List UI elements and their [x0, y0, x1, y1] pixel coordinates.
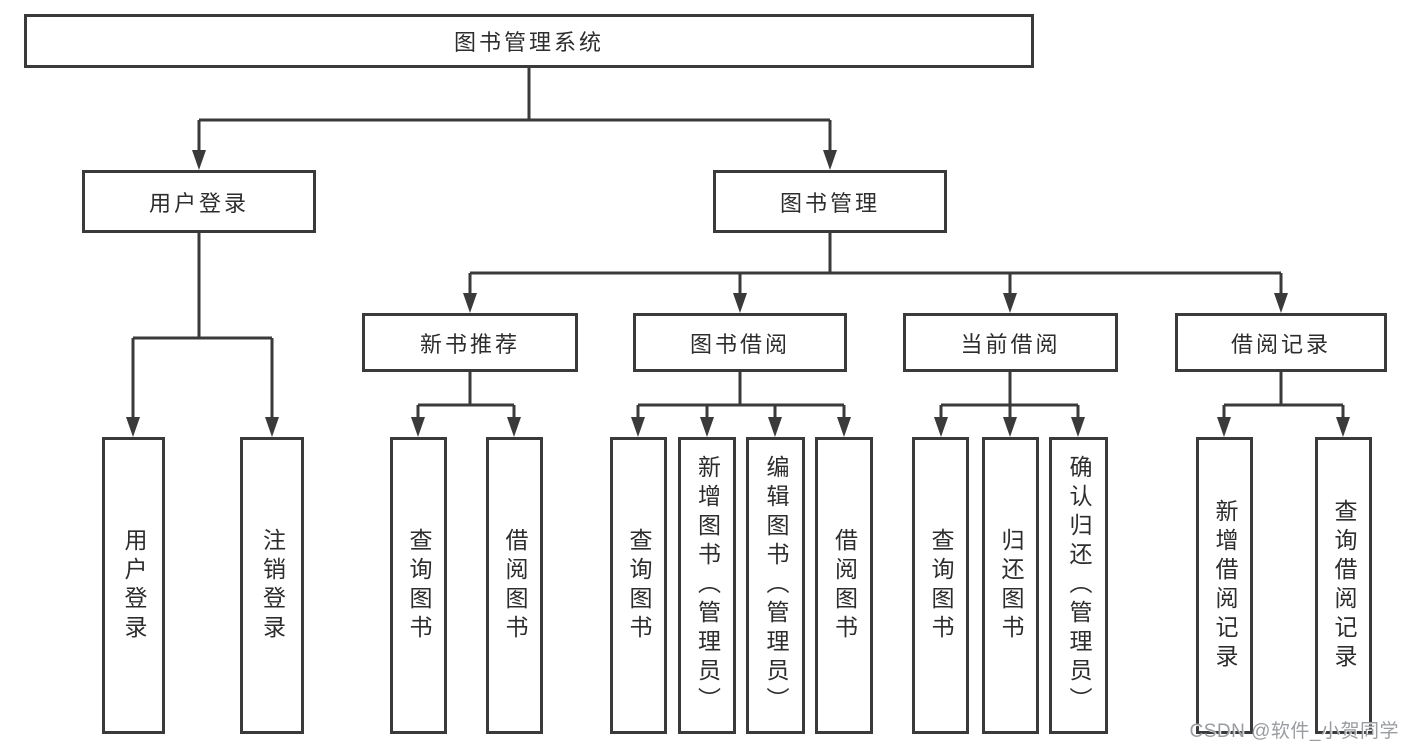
node-book-management: 图书管理 — [713, 170, 947, 233]
leaf-add-book-admin: 新增图书（管理员） — [678, 437, 736, 734]
leaf-query-books-3: 查询图书 — [912, 437, 969, 734]
leaf-logout: 注销登录 — [240, 437, 304, 734]
watermark: CSDN @软件_小贺同学 — [1189, 721, 1399, 742]
leaf-query-books-2: 查询图书 — [610, 437, 667, 734]
node-root: 图书管理系统 — [24, 14, 1034, 68]
node-borrow-records: 借阅记录 — [1175, 313, 1387, 372]
leaf-confirm-return-admin: 确认归还（管理员） — [1049, 437, 1108, 734]
leaf-query-books-1: 查询图书 — [390, 437, 447, 734]
leaf-edit-book-admin: 编辑图书（管理员） — [746, 437, 805, 734]
leaf-user-login: 用户登录 — [102, 437, 165, 734]
leaf-query-borrow-record: 查询借阅记录 — [1315, 437, 1372, 734]
node-user-login: 用户登录 — [82, 170, 316, 233]
node-new-book-recommend: 新书推荐 — [362, 313, 578, 372]
leaf-borrow-books-1: 借阅图书 — [486, 437, 543, 734]
leaf-borrow-books-2: 借阅图书 — [815, 437, 873, 734]
leaf-add-borrow-record: 新增借阅记录 — [1196, 437, 1253, 734]
leaf-return-book: 归还图书 — [982, 437, 1039, 734]
node-book-borrow: 图书借阅 — [633, 313, 847, 372]
arrowheads — [126, 150, 1350, 437]
node-current-borrow: 当前借阅 — [903, 313, 1118, 372]
